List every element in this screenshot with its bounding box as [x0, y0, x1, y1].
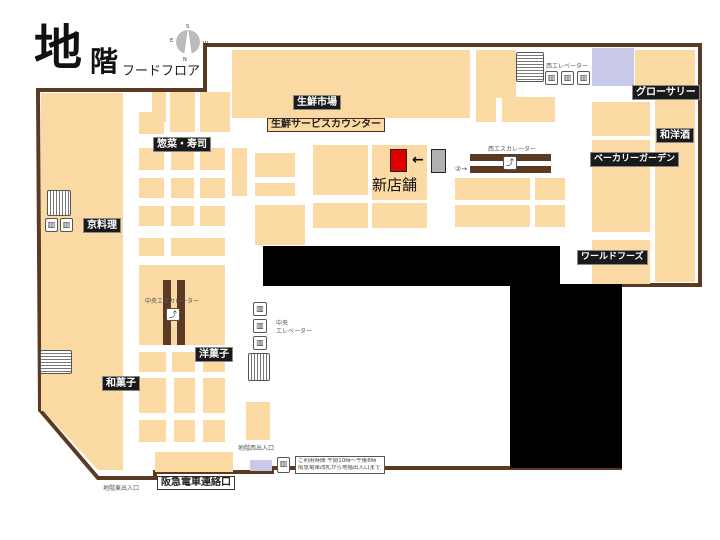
store — [476, 50, 516, 98]
elevator-icon: ▥ — [577, 71, 590, 85]
store — [171, 148, 194, 170]
elevator-icon: ▥ — [561, 71, 574, 85]
store — [155, 452, 233, 472]
elevator-icon: ▥ — [545, 71, 558, 85]
escalator-icon: ⤴ — [503, 156, 517, 170]
new-store-label: 新店舗 — [372, 176, 418, 194]
store — [200, 148, 225, 170]
store — [171, 238, 225, 256]
store — [535, 178, 565, 200]
compass-w: W — [203, 41, 208, 47]
floor-subtitle: フードフロア — [122, 64, 201, 79]
compass-n: N — [183, 57, 187, 62]
store — [171, 178, 194, 198]
new-store-marker[interactable] — [390, 149, 407, 172]
store-fresh-market — [232, 50, 470, 118]
elevator-icon: ▥ — [277, 457, 290, 473]
label-central-elevator-1: 中央 — [276, 320, 289, 327]
store — [246, 402, 270, 440]
redacted-area — [510, 284, 622, 468]
store — [255, 183, 295, 196]
floor-title-main: 地 — [34, 20, 83, 76]
store — [139, 352, 166, 372]
elevator-icon: ▥ — [253, 302, 267, 316]
label-central-escalator: 中央エスカレーター — [145, 298, 200, 305]
store — [502, 97, 555, 122]
elevator-hall-west — [592, 48, 634, 86]
store — [455, 205, 530, 227]
compass-e: E — [170, 38, 173, 44]
notice-line-1: ご利用時間 午前10時〜午後8時 — [298, 458, 377, 464]
elevator-hall-south — [250, 460, 272, 471]
store — [200, 92, 230, 132]
store — [255, 205, 305, 245]
label-liquor: 和洋酒 — [656, 128, 694, 143]
store — [372, 203, 427, 228]
label-western-sweets: 洋菓子 — [195, 347, 233, 362]
store — [174, 378, 195, 413]
store — [313, 145, 368, 195]
compass-s: S — [186, 24, 189, 30]
store — [139, 178, 164, 198]
elevator-icon: ▥ — [60, 218, 73, 232]
central-escalator-right — [177, 280, 185, 345]
store — [455, 178, 530, 200]
store-left-diagonal — [41, 408, 123, 470]
notice-box: ご利用時間 午前10時〜午後8時 阪急電車改札から地階出入口まで — [295, 456, 385, 474]
store — [313, 203, 368, 228]
arrow-left-icon: ← — [412, 152, 424, 168]
escalator-icon: ⤴ — [166, 308, 180, 321]
floor-title-main2: 階 — [90, 45, 119, 78]
elevator-icon: ▥ — [253, 336, 267, 350]
label-west-entrance: 地階西出入口 — [238, 445, 275, 452]
redacted-area — [263, 246, 560, 286]
store — [200, 206, 225, 226]
stairs-icon — [516, 52, 544, 82]
stairs-icon — [40, 350, 72, 374]
label-west-elevator: 西エレベーター — [546, 63, 589, 70]
elevator-icon: ▥ — [45, 218, 58, 232]
label-fresh-market: 生鮮市場 — [293, 95, 341, 110]
store — [139, 378, 166, 413]
label-bakery-garden: ベーカリーガーデン — [590, 152, 680, 167]
stairs-icon — [47, 190, 71, 216]
label-kyoto-cuisine: 京料理 — [83, 218, 121, 233]
store — [139, 238, 164, 256]
store — [170, 92, 195, 132]
store — [535, 205, 565, 227]
entrance-2-marker: ②→ — [455, 165, 468, 173]
store — [232, 148, 247, 196]
store — [255, 153, 295, 177]
label-world-foods: ワールドフーズ — [577, 250, 648, 265]
label-deli-sushi: 惣菜・寿司 — [153, 137, 211, 152]
store — [476, 97, 496, 122]
label-west-escalator: 西エスカレーター — [488, 146, 537, 153]
store — [203, 378, 225, 413]
store — [172, 352, 195, 372]
label-hankyu-connection: 阪急電車連絡口 — [157, 476, 235, 490]
store — [139, 112, 164, 134]
store — [174, 420, 195, 442]
old-store-marker — [431, 149, 446, 173]
store — [139, 148, 164, 170]
elevator-icon: ▥ — [253, 319, 267, 333]
store — [635, 50, 695, 85]
store — [139, 206, 164, 226]
label-fresh-service-counter: 生鮮サービスカウンター — [267, 118, 385, 132]
label-japanese-sweets: 和菓子 — [102, 376, 140, 391]
stairs-icon — [248, 353, 270, 381]
compass-icon: S W E N — [170, 24, 208, 62]
notice-line-2: 阪急電車改札から地階出入口まで — [298, 465, 381, 471]
store — [139, 420, 166, 442]
store — [171, 206, 194, 226]
store — [203, 420, 225, 442]
label-central-elevator-2: エレベーター — [276, 328, 313, 335]
store — [592, 102, 650, 136]
label-east-entrance: 地階東出入口 — [103, 485, 140, 492]
label-grocery: グローサリー — [632, 85, 700, 100]
store — [200, 178, 225, 198]
